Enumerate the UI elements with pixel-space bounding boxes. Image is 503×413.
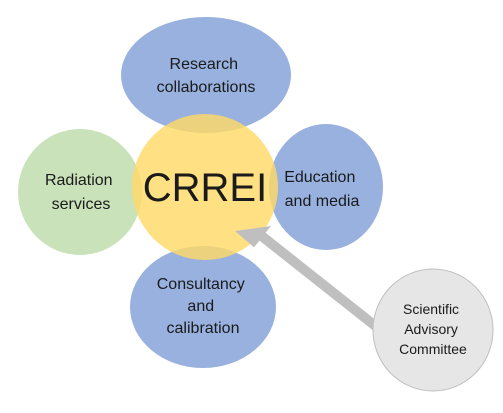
consultancy-calibration-node — [130, 246, 276, 368]
education-media-label: Education and media — [284, 169, 360, 210]
scientific-advisory-committee-circle — [372, 268, 494, 392]
consultancy-line-3: calibration — [167, 320, 240, 337]
advisory-line-2: Advisory — [404, 321, 458, 337]
crrei-center-label: CRREI — [143, 166, 267, 210]
consultancy-calibration-ellipse — [130, 246, 276, 368]
radiation-line-2: services — [52, 196, 111, 213]
research-collaborations-node: Research collaborations — [121, 17, 291, 133]
research-line-1: Research — [170, 56, 238, 73]
consultancy-line-2: and — [187, 298, 214, 315]
radiation-services-ellipse — [18, 129, 142, 255]
advisory-line-3: Committee — [399, 341, 467, 357]
scientific-advisory-committee-label: Scientific Advisory Committee — [399, 301, 467, 357]
crrei-center-node — [132, 114, 278, 260]
advisory-to-center-arrow — [235, 226, 382, 333]
education-line-1: Education — [284, 169, 355, 186]
consultancy-line-1: Consultancy — [157, 276, 245, 293]
radiation-services-node — [18, 129, 142, 255]
scientific-advisory-committee-node: Scientific Advisory Committee — [372, 268, 494, 392]
education-media-ellipse — [269, 124, 383, 250]
research-collaborations-label: Research collaborations — [157, 56, 256, 96]
education-line-2: and media — [285, 193, 360, 210]
research-line-2: collaborations — [157, 79, 256, 96]
radiation-services-label: Radiation services — [45, 172, 117, 213]
research-collaborations-ellipse — [121, 17, 291, 133]
radiation-line-1: Radiation — [45, 172, 113, 189]
education-media-node — [269, 124, 383, 250]
crrei-center-circle — [132, 114, 278, 260]
consultancy-calibration-label: Consultancy and calibration — [157, 276, 250, 337]
advisory-line-1: Scientific — [403, 301, 459, 317]
